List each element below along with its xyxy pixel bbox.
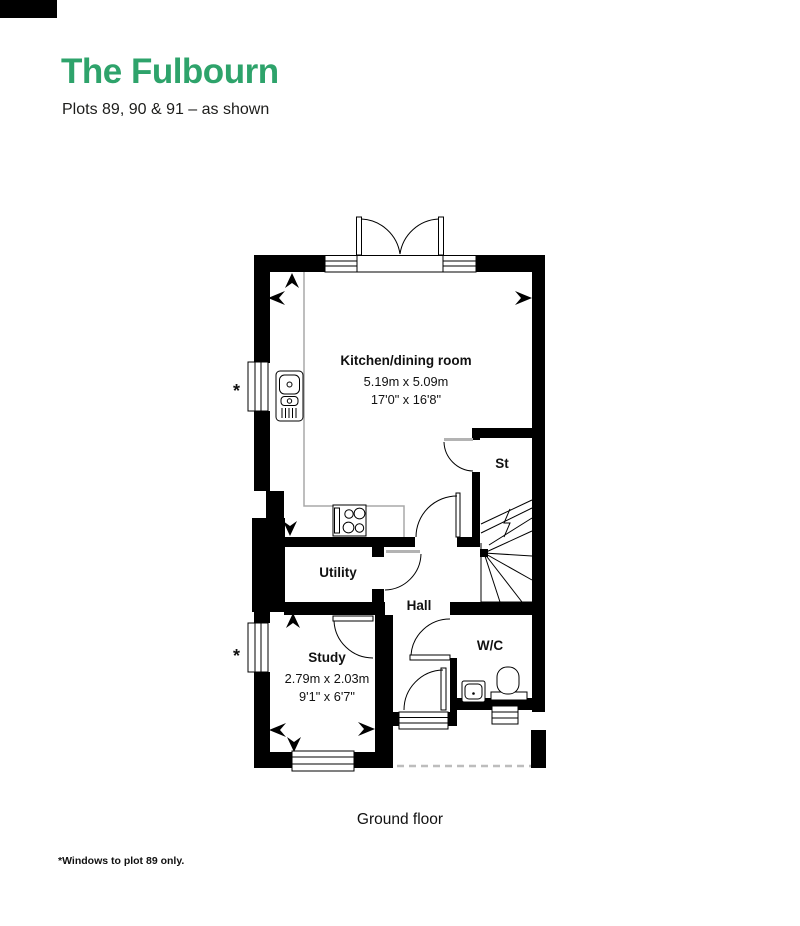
hob-controls — [334, 507, 340, 534]
wall-segment — [372, 547, 384, 557]
wall-segment — [252, 518, 285, 612]
wall-segment — [472, 472, 480, 543]
wall-segment — [254, 672, 270, 752]
door-swing-arc — [443, 441, 474, 472]
arrow-up-icon — [286, 613, 300, 628]
wall-segment — [254, 255, 270, 363]
basin-drain — [472, 692, 475, 695]
wall-segment — [476, 255, 545, 272]
door-leaf — [409, 654, 451, 661]
page-title: The Fulbourn — [61, 52, 279, 91]
wall-segment — [531, 730, 546, 768]
stair-tread — [483, 530, 533, 554]
arrow-right-icon — [515, 291, 532, 305]
hob-burner — [354, 523, 365, 533]
stair-tread — [480, 499, 533, 525]
stair-break-line — [503, 508, 511, 538]
sink-drain — [286, 398, 293, 404]
french-doors-and-top-windows — [324, 216, 477, 273]
room-labels: Kitchen/dining room 5.19m x 5.09m 17'0" … — [285, 353, 510, 704]
sink-bowl — [279, 374, 300, 395]
stair-tread — [480, 507, 533, 534]
hob-burner — [342, 521, 355, 534]
page-corner-mark — [0, 0, 57, 18]
wall-segment — [254, 612, 270, 623]
door-leaf — [455, 492, 461, 538]
door-swing-arc — [384, 553, 422, 591]
interior-doors — [332, 438, 474, 730]
room-label-study: Study — [308, 650, 346, 665]
door-swing-arc — [361, 218, 401, 255]
staircase — [480, 499, 533, 603]
hob-burner — [344, 509, 354, 519]
wall-segment — [284, 602, 385, 615]
glazing-band — [324, 255, 477, 273]
room-label-wc: W/C — [477, 638, 503, 653]
stair-tread — [488, 517, 533, 546]
wall-segment — [472, 428, 480, 440]
stair-tread — [483, 552, 533, 581]
arrow-left-icon — [268, 291, 285, 305]
room-dim-imperial: 17'0" x 16'8" — [371, 392, 441, 407]
wall-segment — [473, 428, 532, 438]
wall-segment — [532, 255, 545, 712]
door-swing-arc — [399, 218, 439, 255]
wall-segment — [450, 658, 457, 712]
windows — [247, 361, 355, 772]
wall-segment — [457, 537, 480, 547]
wall-segment — [254, 255, 325, 272]
stair-tread — [483, 552, 501, 603]
door-swing-arc — [333, 620, 374, 659]
room-label-utility: Utility — [319, 565, 357, 580]
window-note-marker: * — [233, 381, 240, 401]
wc-fixtures — [461, 666, 528, 725]
room-dim-metric: 5.19m x 5.09m — [364, 374, 449, 389]
wall-segment — [446, 712, 457, 726]
room-label-kitchen: Kitchen/dining room — [340, 353, 471, 368]
wall-segment — [254, 411, 270, 491]
footnote: *Windows to plot 89 only. — [58, 855, 185, 867]
sink-drain — [286, 381, 293, 388]
study-window — [247, 622, 269, 673]
toilet-bowl — [496, 666, 520, 695]
dimension-arrows — [268, 273, 532, 752]
stair-tread — [483, 552, 523, 603]
basin — [461, 680, 486, 703]
walls — [252, 255, 546, 768]
door-swing-arc — [410, 618, 451, 656]
wall-segment — [393, 712, 402, 726]
door-leaf — [332, 615, 374, 622]
kitchen-window — [247, 361, 269, 412]
room-label-store: St — [495, 456, 509, 471]
wall-segment — [266, 491, 284, 518]
arrow-right-icon — [358, 722, 375, 736]
study-front-window — [291, 750, 355, 772]
page-subtitle: Plots 89, 90 & 91 – as shown — [62, 101, 270, 118]
window-note-marker: * — [233, 646, 240, 666]
room-label-hall: Hall — [407, 598, 432, 613]
sink-half-bowl — [280, 396, 299, 406]
wall-segment — [284, 537, 415, 547]
room-dim-metric: 2.79m x 2.03m — [285, 671, 370, 686]
floor-label: Ground floor — [356, 811, 444, 828]
stair-tread — [483, 552, 533, 557]
door-leaf — [438, 216, 444, 256]
room-dim-imperial: 9'1" x 6'7" — [299, 689, 355, 704]
basin-bowl — [464, 683, 483, 700]
hob-burner — [353, 507, 366, 520]
kitchen-fixtures — [275, 272, 405, 537]
door-swing-arc — [415, 495, 458, 538]
arrow-down-icon — [287, 737, 301, 752]
arrow-up-icon — [285, 273, 299, 288]
front-door-threshold — [398, 711, 449, 730]
door-swing-arc — [403, 669, 444, 711]
front-door-leaf — [440, 667, 447, 711]
soil-pipe-box — [491, 705, 519, 725]
door-leaf — [356, 216, 362, 256]
arrow-down-icon — [283, 521, 297, 536]
wall-segment — [375, 615, 393, 765]
wall-segment — [450, 602, 533, 615]
arrow-left-icon — [269, 723, 286, 737]
